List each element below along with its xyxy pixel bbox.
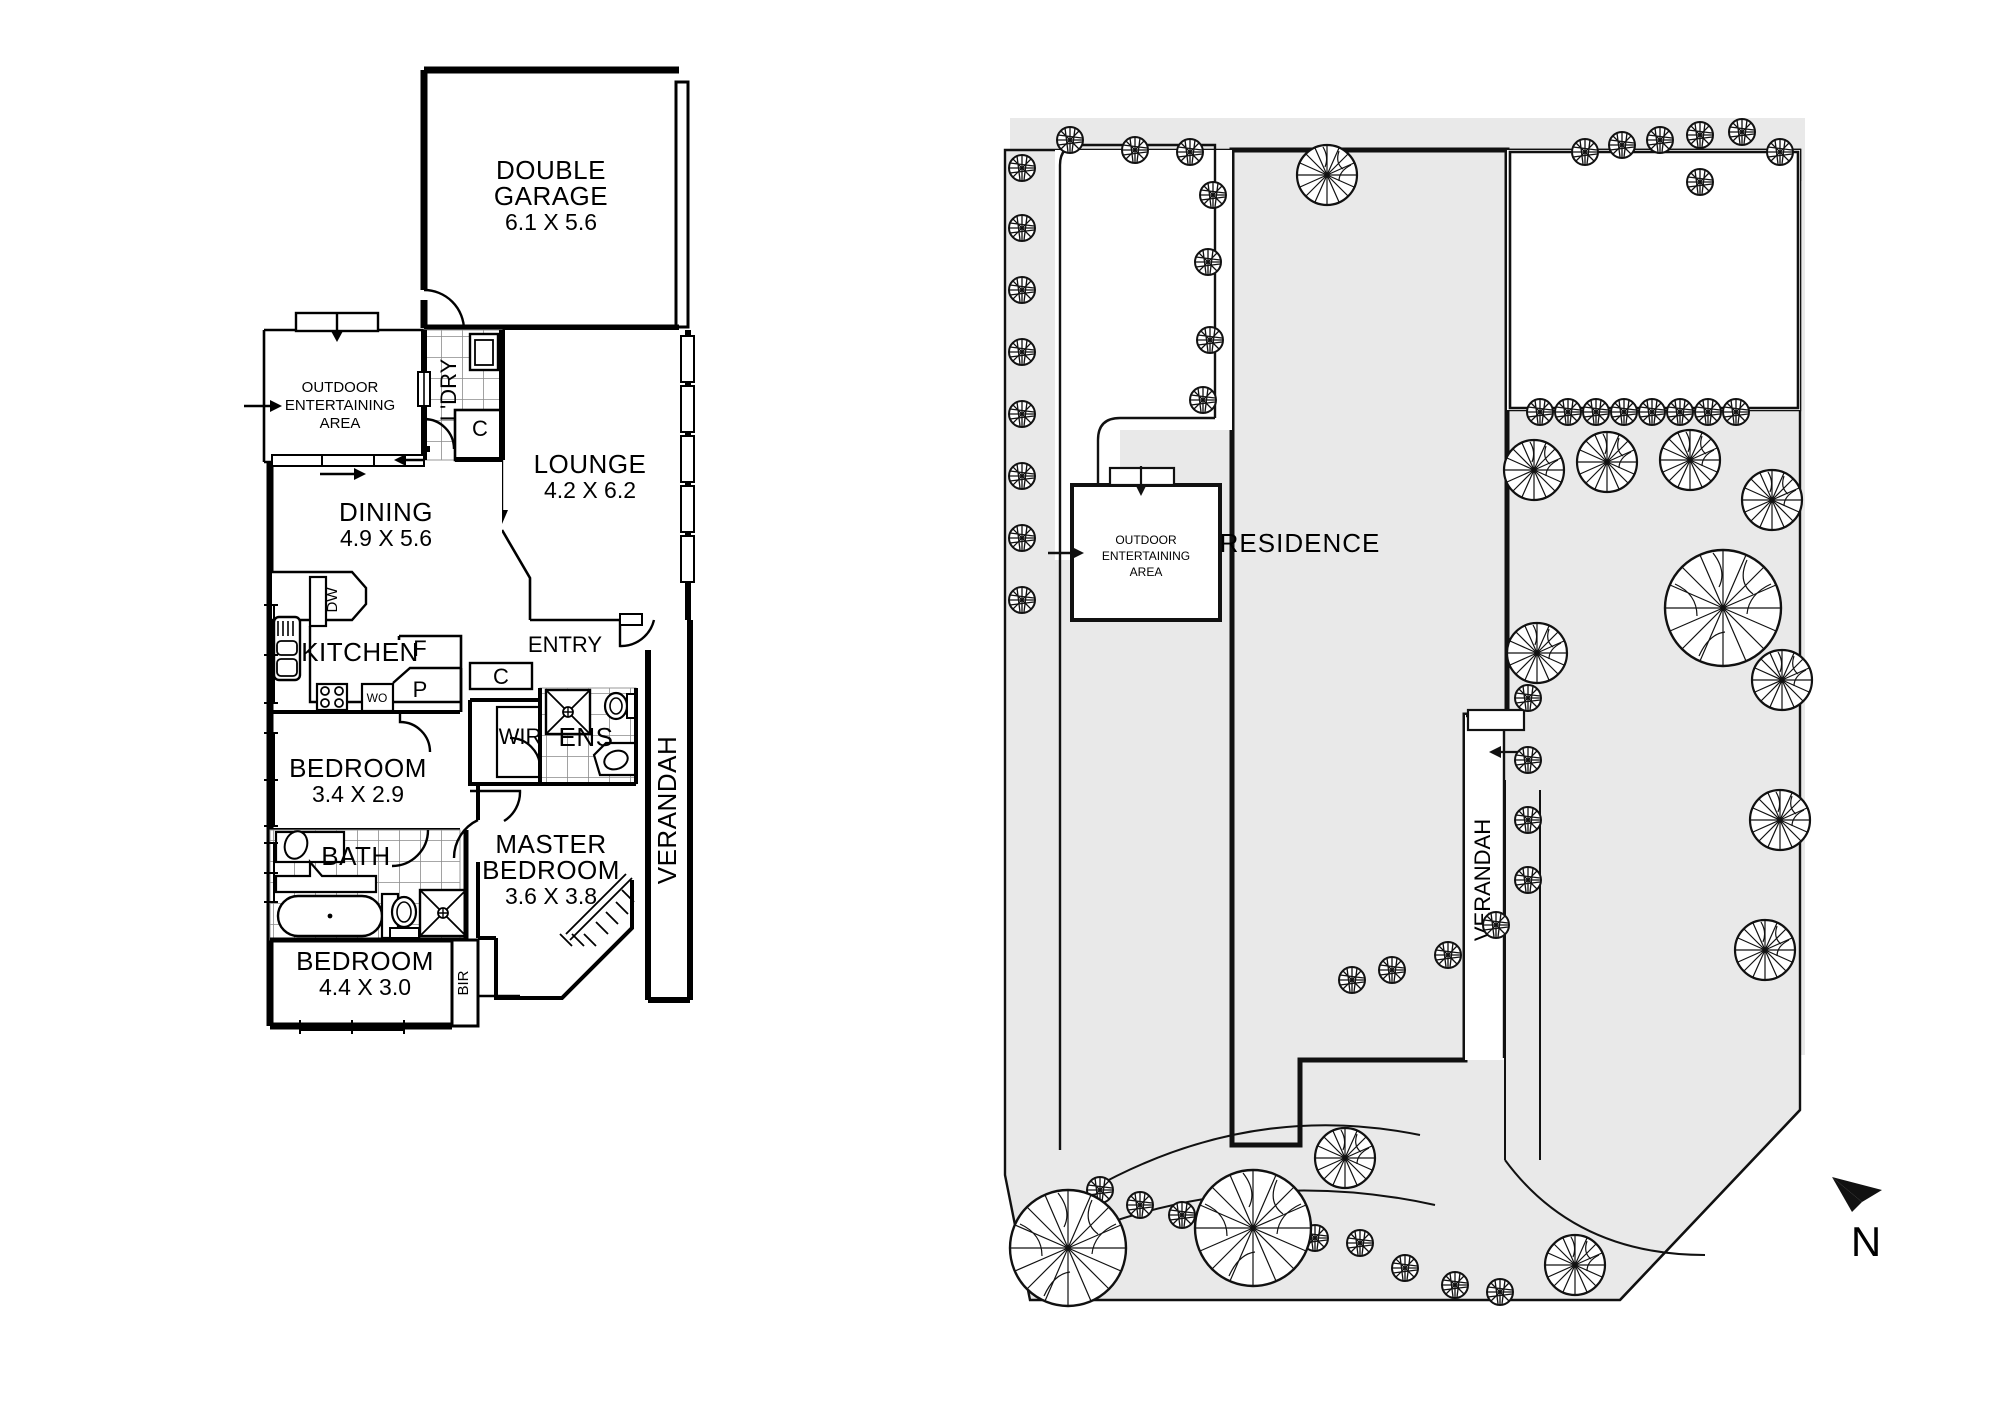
north-indicator: N: [1832, 1177, 1882, 1265]
label-bedroom-3: BEDROOM: [296, 946, 434, 976]
label-cupboard-hall: C: [493, 664, 509, 689]
dim-master-bedroom: 3.6 X 3.8: [505, 883, 597, 909]
label-verandah-plan: VERANDAH: [652, 736, 682, 884]
site-verandah: VERANDAH: [1465, 708, 1706, 1256]
sliding-door-dining: [271, 454, 425, 480]
dim-bedroom-3: 4.4 X 3.0: [319, 974, 411, 1000]
label-dishwasher: DW: [324, 587, 341, 613]
oea-line1: OUTDOOR: [302, 379, 379, 396]
label-north: N: [1851, 1218, 1881, 1265]
label-master-line2: BEDROOM: [482, 855, 620, 885]
label-pantry: P: [413, 677, 428, 702]
label-garage-line2: GARAGE: [494, 181, 608, 211]
label-fridge: F: [413, 636, 426, 661]
dim-double-garage: 6.1 X 5.6: [505, 209, 597, 235]
room-outdoor-entertaining-area: [244, 311, 424, 464]
label-residence: RESIDENCE: [1220, 528, 1381, 558]
label-kitchen: KITCHEN: [301, 637, 419, 667]
room-kitchen: DW WO KITCHEN F P: [264, 570, 463, 753]
label-ensuite: ENS: [559, 722, 614, 752]
dim-bedroom-2: 3.4 X 2.9: [312, 781, 404, 807]
room-bedroom-3: BEDROOM 4.4 X 3.0 BIR: [270, 938, 520, 1034]
label-dining: DINING: [339, 497, 433, 527]
label-bath: BATH: [321, 841, 390, 871]
label-outdoor-entertaining-plan: OUTDOOR ENTERTAINING AREA: [285, 379, 395, 432]
dim-lounge: 4.2 X 6.2: [544, 477, 636, 503]
oea-line3: AREA: [320, 415, 361, 432]
label-wir: WIR: [499, 724, 542, 749]
label-cupboard-laundry: C: [472, 416, 488, 441]
floor-plan-panel: L'DRY A/C C: [244, 66, 695, 1034]
label-wall-oven: WO: [367, 691, 388, 705]
room-entry: ENTRY C: [468, 613, 656, 691]
room-walk-in-robe: WIR: [468, 698, 542, 823]
site-oea-line2: ENTERTAINING: [1102, 549, 1190, 563]
label-master-line1: MASTER: [495, 829, 606, 859]
dim-dining: 4.9 X 5.6: [340, 525, 432, 551]
label-bir: BIR: [455, 970, 472, 995]
room-verandah: VERANDAH: [645, 620, 693, 1003]
site-oea-line1: OUTDOOR: [1115, 533, 1177, 547]
site-oea-line3: AREA: [1130, 565, 1163, 579]
room-double-garage: [419, 66, 690, 332]
room-ensuite: ENS: [538, 687, 638, 786]
site-plan-panel: OUTDOOR ENTERTAINING AREA RESIDENCE VERA…: [1003, 118, 1882, 1308]
room-master-bedroom: MASTER BEDROOM 3.6 X 3.8: [452, 784, 635, 1000]
label-bedroom-2: BEDROOM: [289, 753, 427, 783]
oea-line2: ENTERTAINING: [285, 397, 395, 414]
room-lounge: LOUNGE 4.2 X 6.2: [455, 330, 695, 622]
room-bath: BATH: [264, 829, 469, 943]
element-cupboard-laundry: C: [453, 408, 504, 462]
label-entry: ENTRY: [528, 632, 602, 657]
site-residence: OUTDOOR ENTERTAINING AREA RESIDENCE: [1048, 143, 1802, 1150]
label-lounge: LOUNGE: [534, 449, 647, 479]
label-double-garage-group: DOUBLE GARAGE 6.1 X 5.6: [494, 155, 608, 235]
label-garage-line1: DOUBLE: [496, 155, 606, 185]
